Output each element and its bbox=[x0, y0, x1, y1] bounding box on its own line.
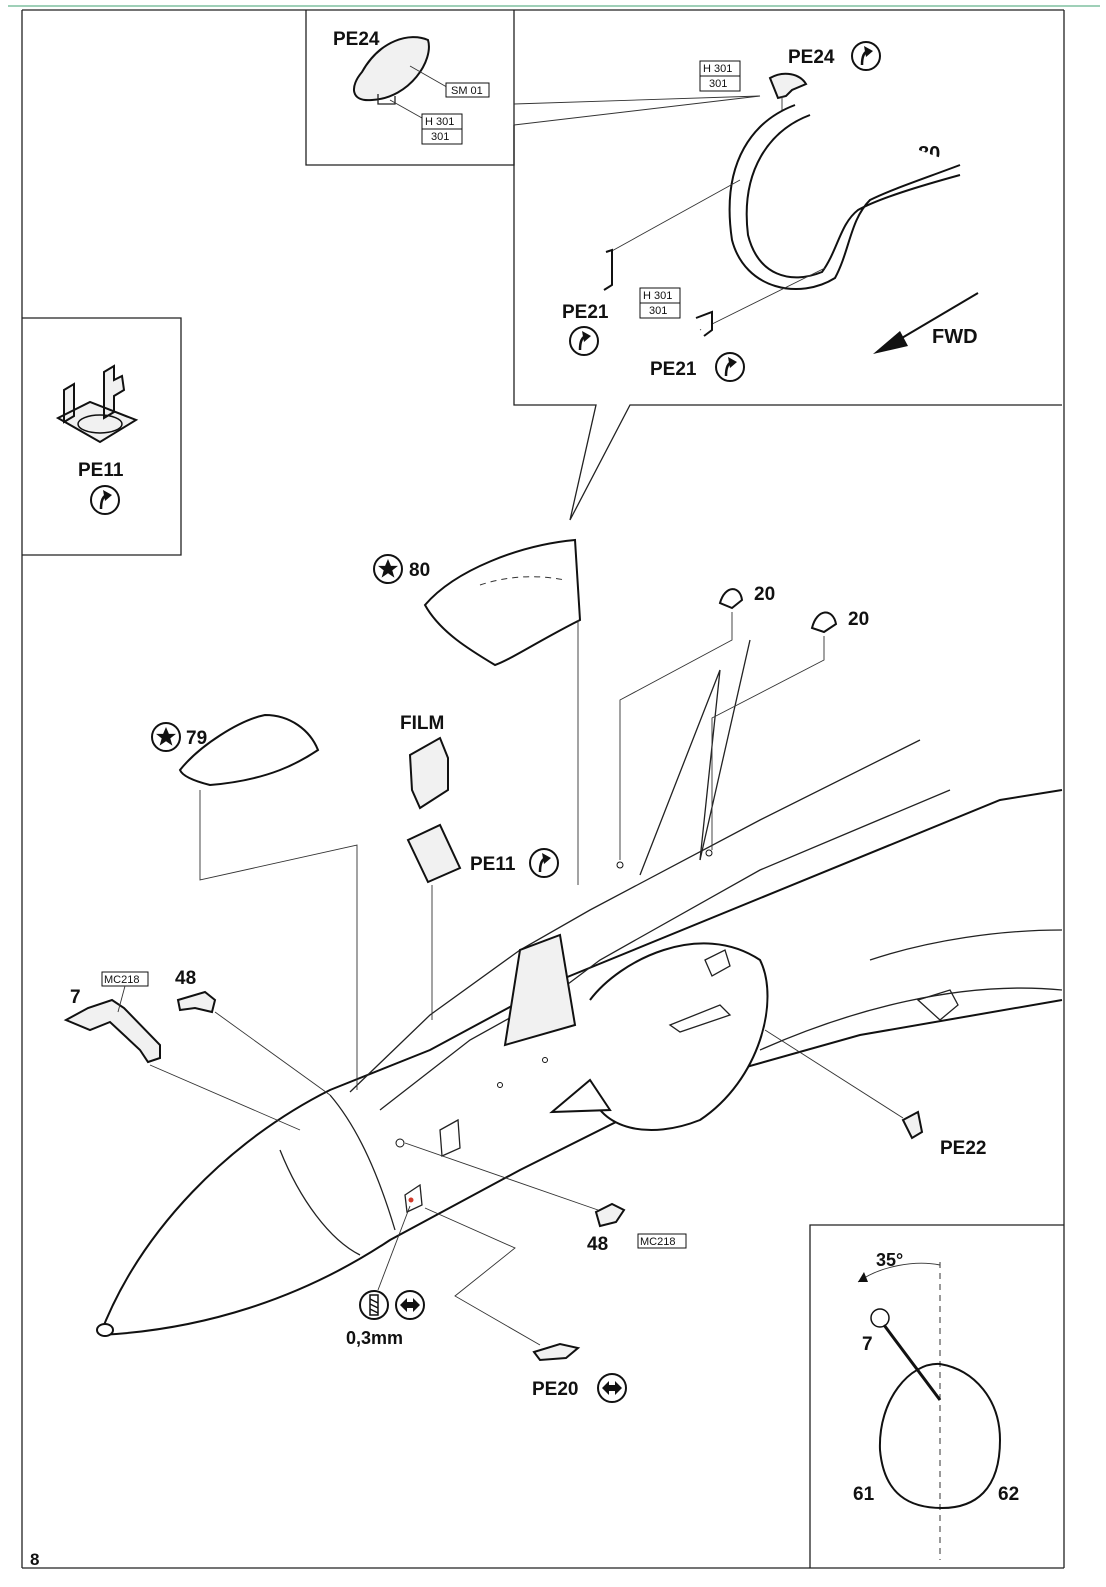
film-part bbox=[408, 736, 449, 810]
svg-text:48: 48 bbox=[587, 1234, 608, 1255]
svg-text:MC218: MC218 bbox=[640, 1236, 675, 1248]
pe20-label: PE20 bbox=[532, 1379, 578, 1400]
svg-text:301: 301 bbox=[709, 78, 727, 90]
canopy-frame-80 bbox=[728, 104, 961, 290]
angle-part-7-label: 7 bbox=[862, 1334, 873, 1355]
pe21-part-right bbox=[695, 310, 713, 337]
both-sides-icon bbox=[395, 1290, 425, 1320]
svg-text:H 301: H 301 bbox=[643, 290, 672, 302]
canopy-80: 80 bbox=[373, 538, 582, 885]
both-sides-icon bbox=[597, 1373, 627, 1403]
fwd-arrow-icon bbox=[873, 331, 908, 354]
part-20-b bbox=[810, 611, 838, 634]
ejection-seat bbox=[503, 933, 577, 1047]
pe20-part bbox=[532, 1342, 581, 1362]
air-intake bbox=[589, 942, 769, 1131]
part-7-ball bbox=[870, 1308, 890, 1328]
part-48-top-label: 48 bbox=[175, 968, 196, 989]
pe22-part bbox=[901, 1110, 924, 1140]
drill-size-label: 0,3mm bbox=[346, 1328, 403, 1348]
paint-code-box bbox=[637, 1233, 687, 1249]
drill-icon bbox=[359, 1290, 389, 1320]
svg-text:301: 301 bbox=[649, 305, 667, 317]
part-62-label: 62 bbox=[998, 1484, 1019, 1505]
pe24-detail-label: PE24 bbox=[788, 47, 835, 68]
angle-label: 35° bbox=[876, 1250, 903, 1270]
bend-up-icon bbox=[850, 40, 882, 72]
pe22-group: PE22 bbox=[764, 1029, 986, 1159]
pe21-left-label: PE21 bbox=[562, 302, 609, 323]
bend-up-icon bbox=[714, 351, 746, 383]
bend-up-icon bbox=[528, 847, 560, 879]
page-frame bbox=[8, 5, 1100, 1569]
svg-text:SM 01: SM 01 bbox=[451, 85, 483, 97]
svg-text:301: 301 bbox=[431, 131, 449, 143]
aircraft-fuselage bbox=[96, 639, 1063, 1337]
detail-canopy-box: PE24 H 301 301 80 H 301 301 PE21 PE21 FW… bbox=[513, 40, 1062, 521]
pitot-part-7 bbox=[63, 998, 161, 1064]
pe11-part bbox=[55, 364, 139, 444]
pe11-main-label: PE11 bbox=[470, 854, 516, 875]
bend-up-icon bbox=[89, 484, 121, 516]
detail-angle-box: 35° 7 61 62 bbox=[809, 1224, 1064, 1568]
film-label: FILM bbox=[400, 713, 444, 734]
windscreen-79: 79 bbox=[151, 713, 358, 1090]
fwd-label: FWD bbox=[932, 326, 978, 348]
part-7-label: 7 bbox=[70, 987, 81, 1008]
part-7-48-group: 7 MC218 48 bbox=[63, 968, 331, 1131]
svg-text:20: 20 bbox=[848, 609, 869, 630]
svg-text:MC218: MC218 bbox=[104, 974, 139, 986]
intake-cone bbox=[549, 1078, 612, 1114]
pe24-small-part bbox=[768, 72, 808, 100]
part-48-bottom bbox=[594, 1202, 626, 1228]
paint-code-box bbox=[445, 82, 490, 98]
page-number: 8 bbox=[30, 1550, 39, 1569]
pe22-label: PE22 bbox=[940, 1138, 986, 1159]
part-61-label: 61 bbox=[853, 1484, 875, 1505]
svg-text:H 301: H 301 bbox=[703, 63, 732, 75]
canopy-frame-outline bbox=[878, 1362, 1002, 1510]
detail-pe11-box: PE11 bbox=[22, 317, 182, 556]
part-20-a bbox=[718, 588, 744, 610]
pe21-right-label: PE21 bbox=[650, 359, 697, 380]
part-79-label: 79 bbox=[186, 728, 207, 749]
detail-pe24-box: PE24 SM 01 H 301 301 bbox=[305, 10, 761, 166]
pe20-group: 0,3mm PE20 bbox=[346, 1205, 627, 1403]
part-48-bottom-group: 48 MC218 bbox=[404, 1142, 687, 1255]
pe11-detail-label: PE11 bbox=[78, 460, 124, 481]
bend-up-icon bbox=[568, 325, 600, 357]
svg-text:20: 20 bbox=[754, 584, 775, 605]
pe21-part-left bbox=[603, 248, 613, 291]
pe24-part bbox=[353, 36, 430, 102]
pe24-label: PE24 bbox=[333, 29, 380, 50]
part-48-top bbox=[176, 990, 217, 1014]
clear-part-star-icon bbox=[151, 722, 181, 752]
clear-part-star-icon bbox=[373, 554, 403, 584]
svg-text:H 301: H 301 bbox=[425, 116, 454, 128]
part-20-group: 20 20 bbox=[619, 584, 869, 860]
part-80-label: 80 bbox=[409, 560, 430, 581]
film-and-pe11: FILM PE11 bbox=[400, 713, 560, 1020]
